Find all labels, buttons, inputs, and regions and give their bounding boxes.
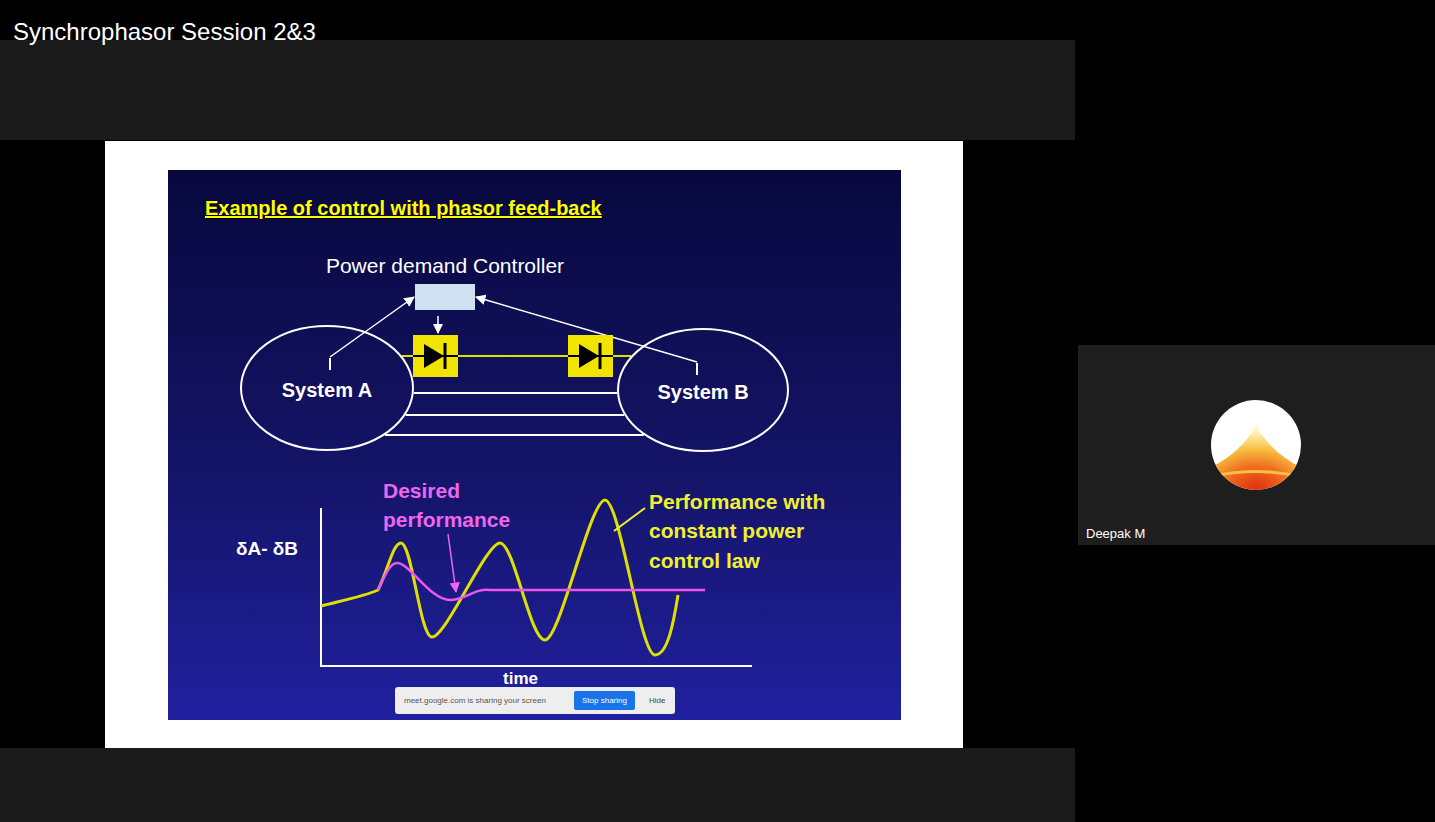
top-band [0,40,1075,140]
controller-label: Power demand Controller [326,254,564,278]
pmu-tick [329,358,331,370]
bottom-band [0,748,1075,822]
axis-label: δA- δB [236,536,298,563]
system-ellipse: System B [617,328,789,452]
thyristor-symbol [568,335,613,377]
ellipse-text: System B [617,328,789,452]
system-label: System A [282,379,372,402]
control-arrow [437,316,439,333]
leader-line [448,534,456,592]
participant-name: Deepak M [1086,525,1145,543]
curve-label: Performance with constant power control … [649,487,864,575]
hide-button: Hide [649,695,665,706]
thyristor-symbol [413,335,458,377]
ac-line [414,392,617,394]
share-notice: meet.google.com is sharing your screen [404,695,546,706]
system-ellipse: System A [240,325,414,451]
ac-line [406,414,625,416]
slide-ground [168,170,901,720]
y-axis [320,508,322,667]
slide-title: Example of control with phasor feed-back [205,197,602,220]
system-label: System B [657,381,748,404]
controller-box [415,284,475,310]
controller-node: Power demand Controller [326,254,564,310]
ellipse-text: System A [240,325,414,451]
x-axis [320,665,752,667]
pmu-tick [696,363,698,375]
curve-label: Desired performance [383,476,510,535]
window-title: Synchrophasor Session 2&3 [13,15,316,49]
stop-button: Stop sharing [574,691,635,710]
leader-line [614,508,645,531]
ac-line [385,434,644,436]
axis-label: time [503,667,538,691]
avatar-art [1205,425,1307,495]
